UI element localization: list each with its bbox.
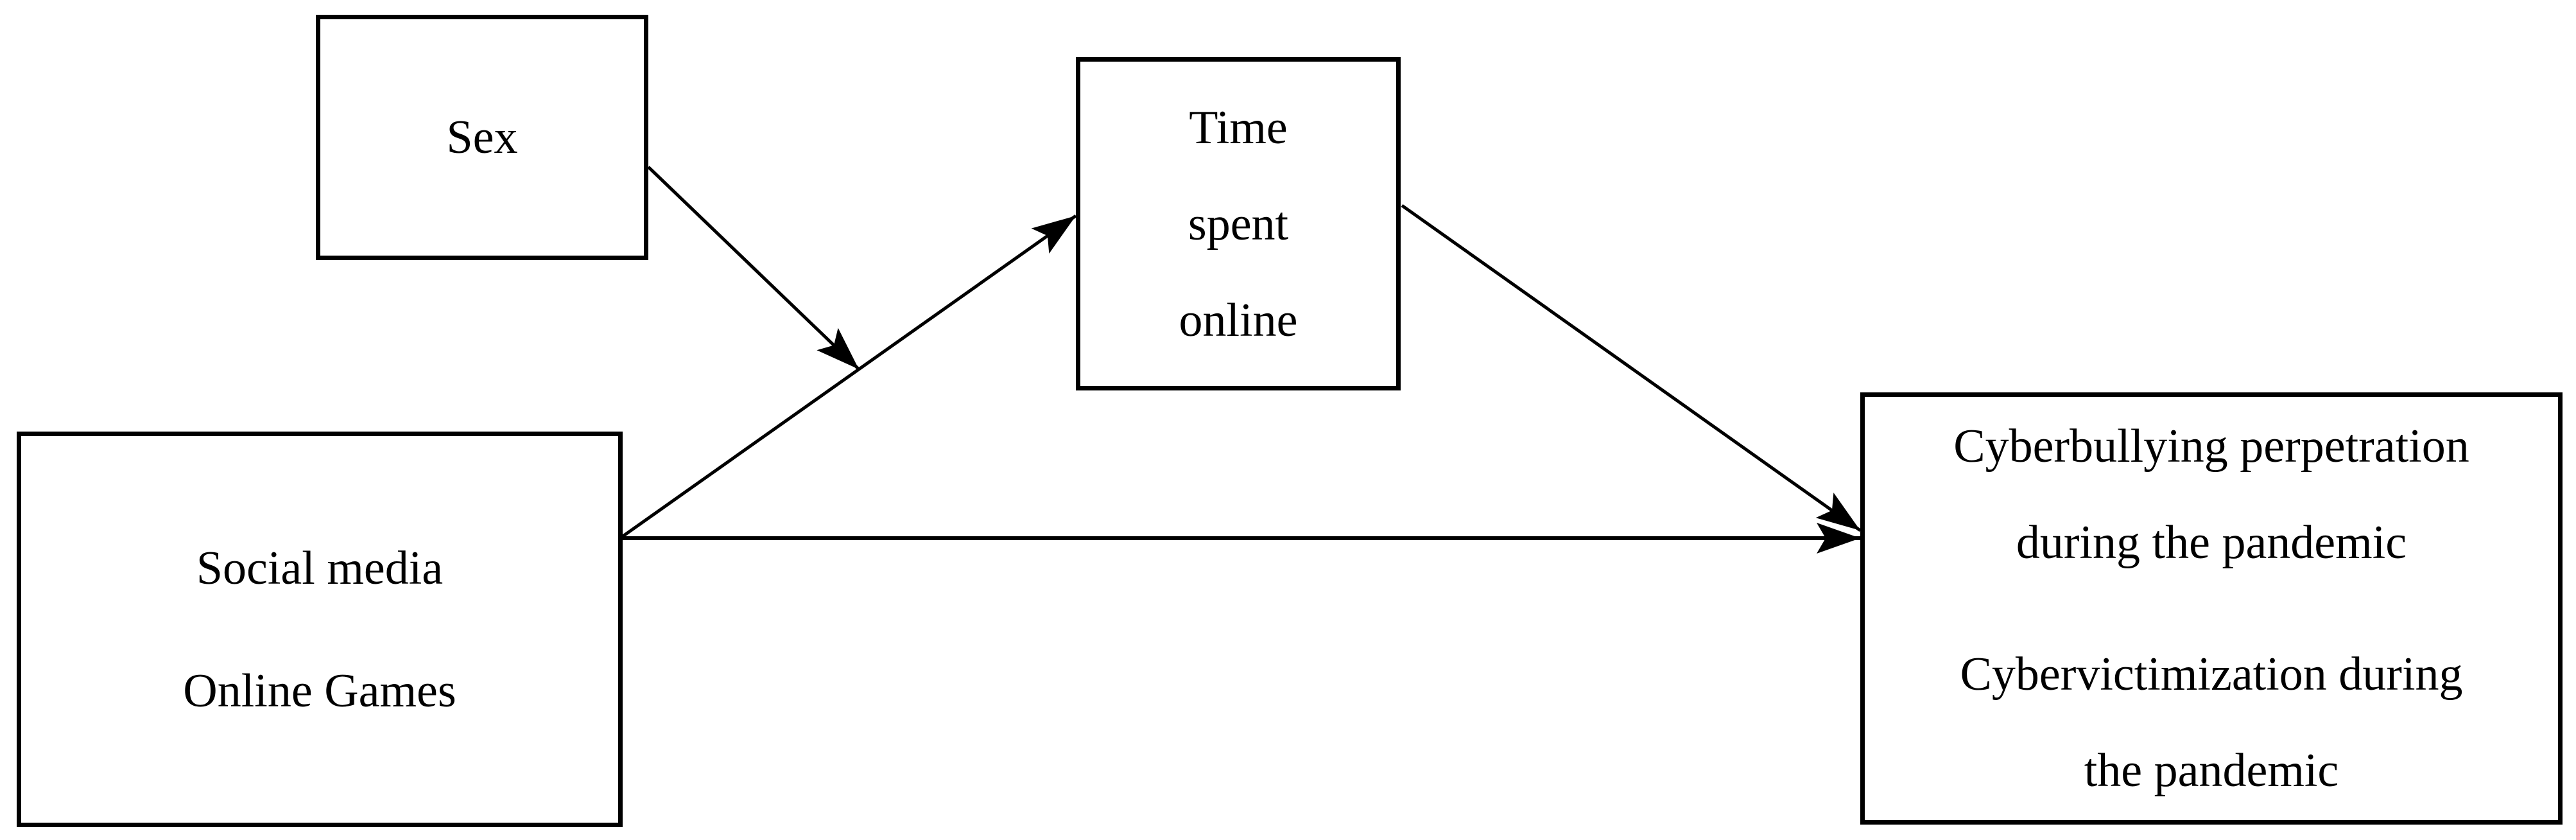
arrow-sex-to-mediation-path: [647, 166, 860, 371]
node-outcome-paragraph-2: Cybervictimization during the pandemic: [1960, 626, 2463, 819]
node-time-paragraph: Time spent online: [1179, 80, 1298, 369]
node-media-paragraph-1: Social media: [196, 520, 443, 617]
node-social-media-online-games: Social media Online Games: [17, 432, 623, 827]
node-label-line: spent: [1188, 197, 1289, 250]
node-label-line: the pandemic: [2084, 744, 2339, 797]
node-label-line: online: [1179, 293, 1298, 347]
node-outcome-paragraph-1: Cyberbullying perpetration during the pa…: [1953, 398, 2469, 591]
node-label-line: Sex: [446, 111, 518, 164]
node-media-paragraph-2: Online Games: [183, 643, 456, 739]
arrow-time-to-outcomes: [1401, 204, 1862, 532]
node-label-line: Time: [1189, 101, 1288, 154]
node-label-line: during the pandemic: [2016, 516, 2407, 569]
arrow-media-to-time: [619, 214, 1077, 540]
node-label-line: Online Games: [183, 664, 456, 717]
node-time-spent-online: Time spent online: [1076, 57, 1401, 390]
node-sex: Sex: [316, 15, 648, 260]
node-cyberbullying-outcomes: Cyberbullying perpetration during the pa…: [1860, 392, 2563, 825]
node-label-line: Social media: [196, 541, 444, 595]
node-label-line: Cyberbullying perpetration: [1953, 420, 2469, 473]
node-label-line: Cybervictimization during: [1960, 648, 2463, 701]
node-sex-paragraph: Sex: [447, 89, 518, 186]
